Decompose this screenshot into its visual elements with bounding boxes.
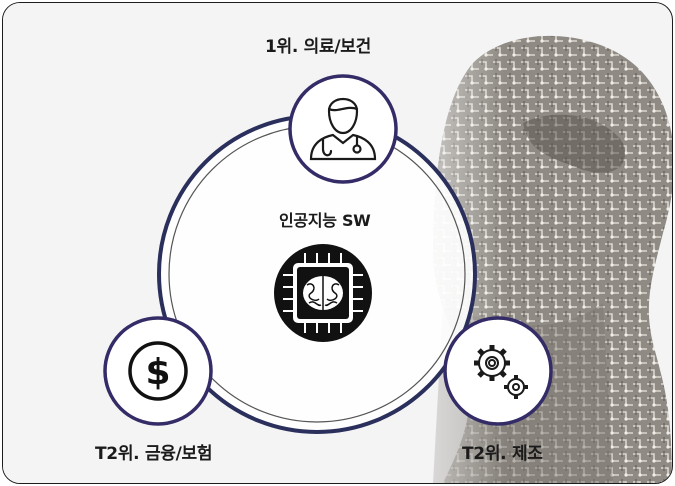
dollar-icon: $ xyxy=(128,341,188,401)
node-label-manufacturing: T2위. 제조 xyxy=(462,444,543,464)
node-manufacturing xyxy=(443,316,553,426)
node-medical xyxy=(288,74,398,184)
center-label: 인공지능 SW xyxy=(279,211,371,230)
ai-chip-brain-icon xyxy=(274,244,372,342)
svg-text:$: $ xyxy=(145,352,170,393)
node-finance: $ xyxy=(103,316,213,426)
doctor-icon xyxy=(309,97,377,161)
sector-cycle-diagram: $ xyxy=(103,74,553,434)
node-label-finance: T2위. 금융/보험 xyxy=(95,444,213,464)
gears-icon xyxy=(474,345,528,399)
node-label-medical: 1위. 의료/보건 xyxy=(265,37,371,57)
